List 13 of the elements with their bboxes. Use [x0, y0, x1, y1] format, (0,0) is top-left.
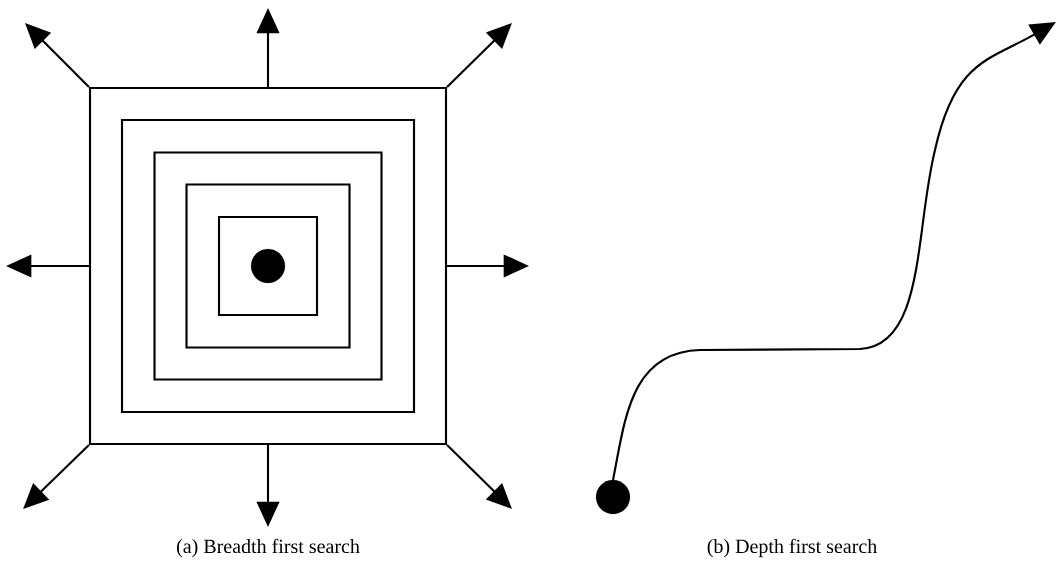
- square-frame: [153, 151, 383, 381]
- arrow: [23, 444, 90, 509]
- square-frame: [185, 183, 351, 349]
- arrow: [446, 444, 512, 509]
- dot: [595, 479, 631, 515]
- arrow: [446, 23, 512, 88]
- caption: (a) Breadth first search: [177, 538, 360, 558]
- caption: (b) Depth first search: [707, 538, 877, 558]
- arrow: [25, 23, 90, 88]
- square-frame: [120, 118, 416, 414]
- dot: [250, 248, 286, 284]
- square-frame: [217, 215, 319, 317]
- square-frame: [88, 86, 448, 446]
